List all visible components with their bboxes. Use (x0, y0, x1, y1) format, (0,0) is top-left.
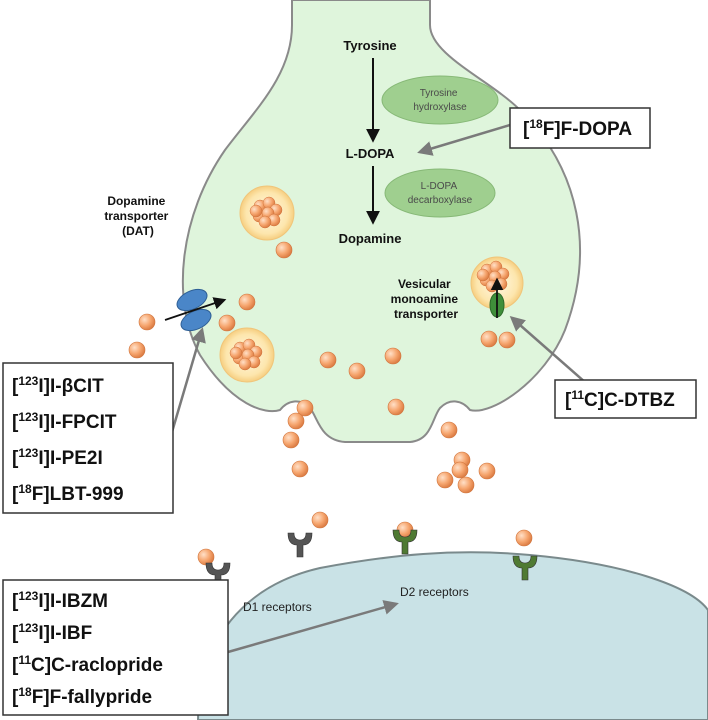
svg-text:L-DOPA decarboxylase: L-DOPA decarboxylase (408, 181, 473, 206)
dopamine-molecule (287, 412, 305, 430)
d2-tracers-box: [123I]I-IBZM [123I]I-IBF [11C]C-raclopride… (2, 579, 229, 716)
dopamine-molecule (480, 330, 498, 348)
ldopa-decarboxylase-label-1: L-DOPA (421, 181, 458, 192)
dopamine-molecule (128, 341, 146, 359)
dat-tracers-box: [123I]I-βCIT [123I]I-FPCIT [123I]I-PE2I [18… (2, 362, 174, 514)
dopamine-molecule (291, 460, 309, 478)
dopamine-molecule (218, 314, 236, 332)
dopamine-molecule (457, 476, 475, 494)
dopamine-molecule (138, 313, 156, 331)
dopamine-molecule (282, 431, 300, 449)
dopamine-molecule (440, 421, 458, 439)
dopamine-molecule (387, 398, 405, 416)
svg-text:Tyrosine hydroxylase: Tyrosine hydroxylase (413, 88, 467, 113)
d1-receptor (287, 532, 313, 558)
d2-receptor (512, 555, 538, 581)
dtbz-pointer-arrow (509, 316, 595, 391)
vmat-label-3: transporter (394, 307, 458, 321)
d2-tracer-label: [18F]F-fallypride (12, 685, 152, 708)
d2-tracers-pointer-arrow (227, 600, 399, 654)
d2-tracer-label: [123I]I-IBZM (12, 589, 108, 612)
dopamine-molecule (275, 241, 293, 259)
d2-tracer-label: [123I]I-IBF (12, 621, 92, 644)
dopamine-molecule (436, 471, 454, 489)
d2-receptors-label: D2 receptors (400, 585, 469, 599)
dopamine-molecule (451, 461, 469, 479)
tyrosine-hydroxylase-label-2: hydroxylase (413, 102, 467, 113)
fdopa-tracer-label: [18F]F-DOPA (523, 117, 632, 140)
dopamine-label: Dopamine (339, 231, 402, 246)
dtbz-tracer-box: [11C]C-DTBZ (554, 379, 697, 419)
dopamine-molecule (238, 293, 256, 311)
dopamine-molecule (498, 331, 516, 349)
tyrosine-hydroxylase-label-1: Tyrosine (420, 88, 458, 99)
dopamine-molecule (319, 351, 337, 369)
ldopa-label: L-DOPA (346, 146, 395, 161)
dopamine-molecule (311, 511, 329, 529)
ldopa-decarboxylase-enzyme (384, 168, 496, 218)
fdopa-pointer-arrow (417, 123, 511, 156)
dopamine-molecule (197, 548, 215, 566)
dopamine-molecule (384, 347, 402, 365)
svg-text:Dopamine transporter (: Dopamine transporter (DAT) (104, 194, 171, 238)
dat-tracer-label: [123I]I-FPCIT (12, 410, 117, 433)
dat-label-3: (DAT) (122, 224, 154, 238)
ldopa-decarboxylase-label-2: decarboxylase (408, 195, 473, 206)
d2-receptor (392, 529, 418, 555)
vesicle-dopamine-molecule (238, 357, 252, 371)
dopamine-molecule (296, 399, 314, 417)
dat-label-1: Dopamine (107, 194, 165, 208)
dat-tracer-label: [18F]LBT-999 (12, 482, 124, 505)
vesicle-dopamine-molecule (476, 268, 490, 282)
tyrosine-label: Tyrosine (343, 38, 396, 53)
d2-tracer-label: [11C]C-raclopride (12, 653, 163, 676)
vesicle-dopamine-molecule (229, 346, 243, 360)
dopamine-molecule (348, 362, 366, 380)
d1-receptors-label: D1 receptors (243, 600, 312, 614)
dat-tracer-label: [123I]I-PE2I (12, 446, 103, 469)
dat-tracer-label: [123I]I-βCIT (12, 374, 104, 397)
dat-transporter (176, 288, 212, 332)
dtbz-tracer-label: [11C]C-DTBZ (565, 388, 675, 411)
postsynaptic-cell (196, 551, 708, 720)
vmat-label-2: monoamine (391, 292, 459, 306)
dat-label-2: transporter (104, 209, 168, 223)
dopamine-molecule (478, 462, 496, 480)
dat-arrow (164, 297, 227, 321)
vesicle-dopamine-molecule (258, 215, 272, 229)
vesicle-dopamine-molecule (249, 204, 263, 218)
fdopa-tracer-box: [18F]F-DOPA (509, 107, 651, 149)
dopamine-molecule (515, 529, 533, 547)
svg-text:Vesicular monoamine tr: Vesicular monoamine transporter (391, 277, 462, 321)
d1-receptor (205, 562, 231, 588)
tyrosine-hydroxylase-enzyme (381, 75, 499, 125)
vmat-label-1: Vesicular (398, 277, 451, 291)
dat-tracers-pointer-arrow (170, 327, 206, 433)
